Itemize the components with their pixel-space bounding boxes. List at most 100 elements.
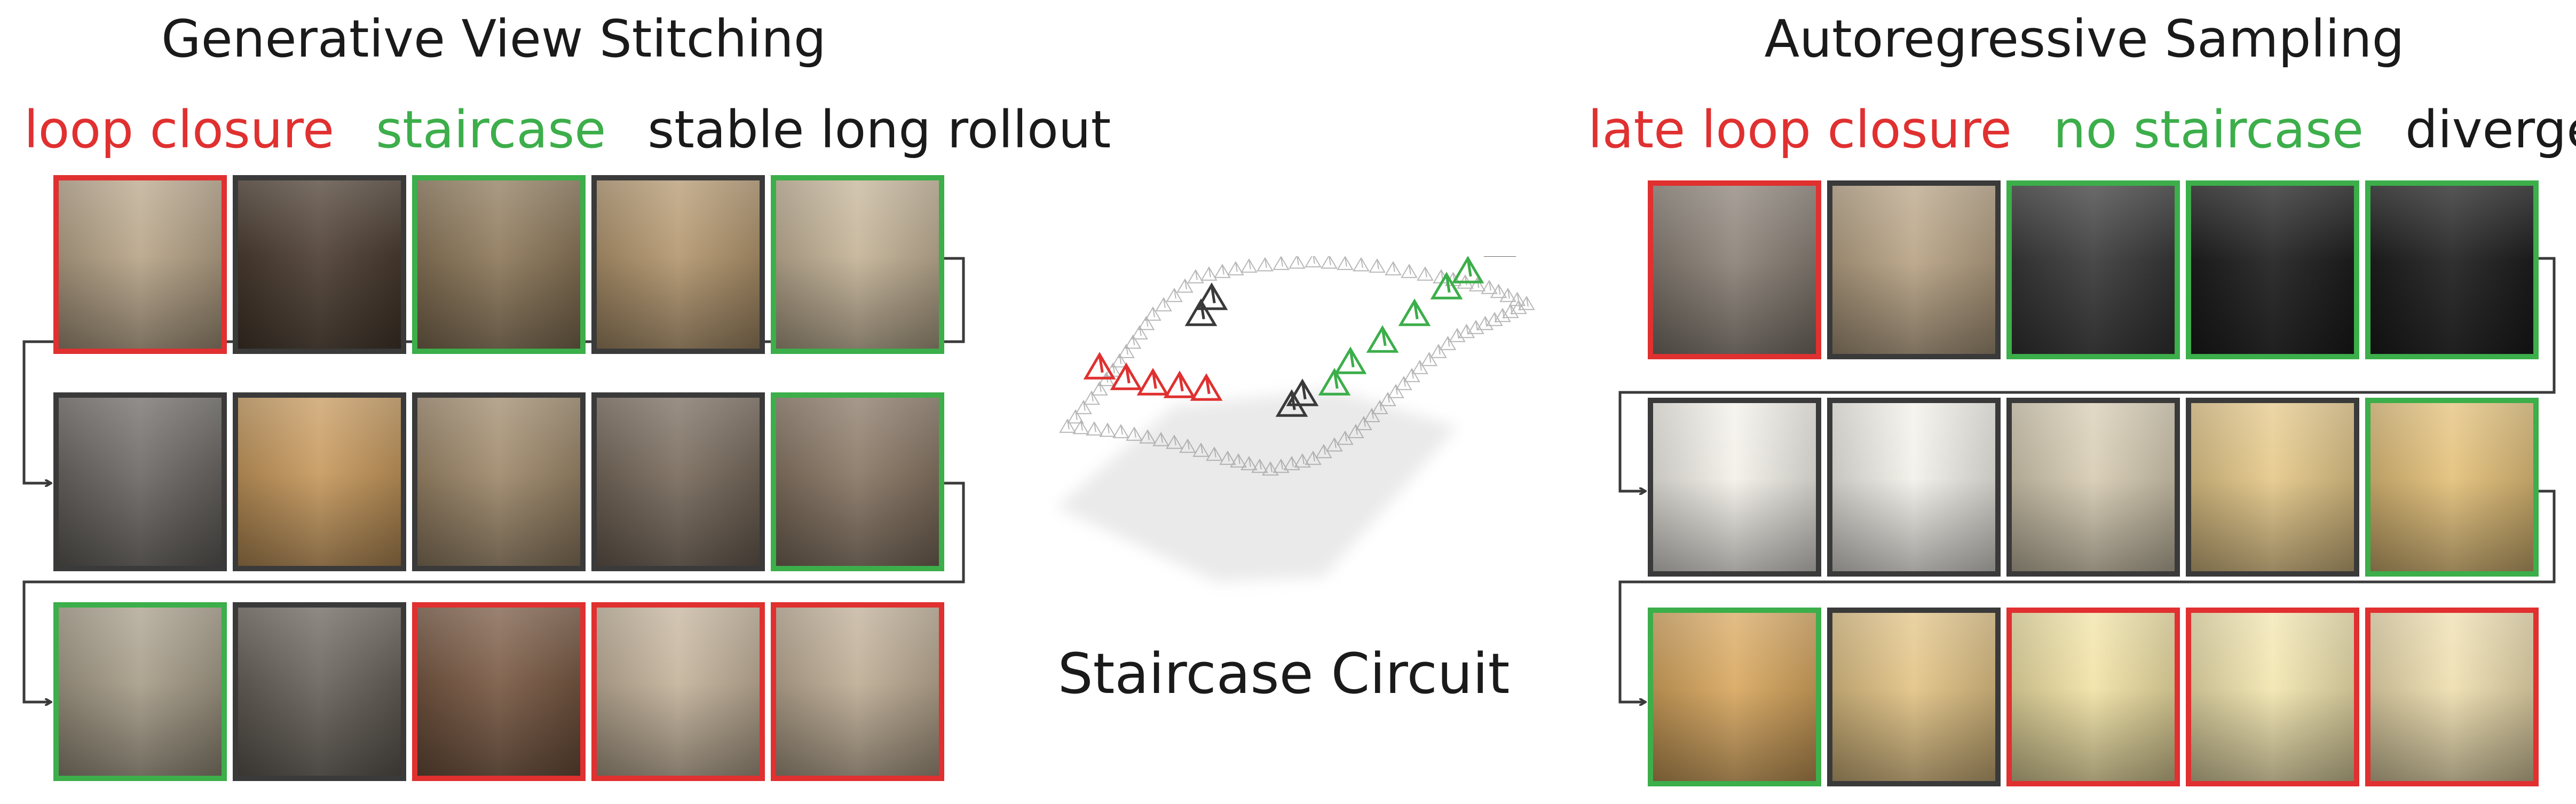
- right-frame: [2365, 398, 2539, 577]
- right-frame: [2186, 608, 2359, 786]
- trajectory-ghost-camera: [1083, 390, 1100, 405]
- trajectory-camera-green: [1366, 325, 1399, 353]
- trajectory-ghost-camera: [1468, 277, 1486, 291]
- trajectory-ghost-camera: [1273, 459, 1290, 473]
- left-frame-image: [417, 180, 580, 349]
- left-frame-image: [776, 398, 939, 566]
- trajectory-cameras: [1083, 256, 1516, 417]
- trajectory-ghost-camera: [1166, 435, 1183, 449]
- trajectory-ghost-camera: [1305, 256, 1322, 267]
- right-frame-image: [2370, 403, 2533, 571]
- left-frame: [412, 392, 586, 571]
- trajectory-ghost-camera: [1192, 443, 1210, 457]
- right-frame: [2006, 180, 2180, 359]
- left-frame-image: [597, 608, 760, 776]
- trajectory-ghost-camera: [1481, 280, 1498, 294]
- trajectory-ghost-camera: [1152, 432, 1170, 446]
- right-frame-image: [1653, 613, 1816, 781]
- trajectory-ghost-camera: [1124, 334, 1142, 349]
- trajectory-ghost-camera: [1240, 258, 1258, 273]
- trajectory-ghost-camera: [1411, 360, 1428, 374]
- trajectory-ghost-camera: [1403, 368, 1420, 382]
- trajectory-ghost-camera: [1111, 353, 1128, 368]
- right-frame: [2186, 398, 2359, 577]
- trajectory-ghost-camera: [1214, 264, 1231, 278]
- trajectory-camera-black: [1286, 379, 1319, 406]
- left-frame-image: [59, 608, 222, 776]
- trajectory-ghost-camera: [1240, 456, 1258, 470]
- trajectory-ghost-camera: [1321, 256, 1338, 269]
- trajectory-ghost-camera: [1449, 328, 1466, 342]
- trajectory-ghost-camera: [1420, 352, 1438, 366]
- trajectory-ghost-camera: [1283, 456, 1300, 470]
- trajectory-camera-red: [1136, 368, 1170, 396]
- trajectory-ghost-camera: [1126, 427, 1143, 441]
- left-frame-image: [59, 180, 222, 349]
- trajectory-ghost-camera: [1379, 392, 1396, 406]
- camera-trajectory-diagram: [1057, 256, 1535, 582]
- trajectory-ghost-camera: [1273, 256, 1290, 270]
- trajectory-ghost-camera: [1059, 419, 1076, 433]
- trajectory-ghost-camera: [1144, 306, 1161, 321]
- trajectory-ghost-camera: [1257, 257, 1274, 272]
- trajectory-ghost-camera: [1385, 261, 1402, 275]
- trajectory-ghost-camera: [1395, 376, 1412, 390]
- left-frame: [53, 175, 227, 354]
- trajectory-ghost-camera: [1262, 461, 1279, 476]
- right-frame-image: [1832, 186, 1995, 354]
- trajectory-ghost-camera: [1200, 266, 1218, 281]
- trajectory-camera-black: [1195, 282, 1228, 310]
- right-frame-image: [1653, 403, 1816, 571]
- right-frame: [2006, 608, 2180, 786]
- right-frame-image: [2191, 613, 2354, 781]
- trajectory-ghost-camera: [1086, 421, 1103, 436]
- left-frame-image: [597, 180, 760, 349]
- left-frame-image: [776, 608, 939, 776]
- trajectory-ghost-camera: [1337, 256, 1354, 270]
- left-frame: [233, 175, 406, 354]
- left-frame-image: [417, 608, 580, 776]
- trajectory-shadow: [1057, 390, 1457, 582]
- right-frame: [1827, 398, 2001, 577]
- left-frame: [591, 392, 765, 571]
- trajectory-ghost-camera: [1294, 453, 1311, 468]
- trajectory-ghost-camera: [1187, 269, 1204, 283]
- trajectory-ghost-camera: [1369, 258, 1386, 273]
- left-frame: [591, 602, 765, 781]
- right-frame-image: [2012, 613, 2175, 781]
- trajectory-ghost-camera: [1075, 400, 1092, 414]
- left-frame-image: [59, 398, 222, 566]
- trajectory-ghost-camera: [1227, 261, 1244, 275]
- trajectory-ghost-camera: [1502, 304, 1519, 318]
- left-frame: [412, 175, 586, 354]
- trajectory-camera-black: [1184, 298, 1218, 326]
- trajectory-ghost-camera: [1439, 336, 1457, 350]
- right-frame-image: [1653, 186, 1816, 354]
- left-frame: [53, 602, 227, 781]
- trajectory-camera-green: [1398, 298, 1431, 326]
- trajectory-ghost-camera: [1099, 422, 1116, 437]
- left-frame: [412, 602, 586, 781]
- trajectory-ghost-camera: [1518, 296, 1535, 310]
- trajectory-camera-red: [1163, 371, 1196, 398]
- left-frame: [771, 602, 944, 781]
- trajectory-ghost-camera: [1176, 278, 1194, 293]
- trajectory-camera-red: [1083, 352, 1116, 380]
- legend-diverges: diverges: [2405, 100, 2576, 160]
- right-frame: [1648, 398, 1821, 577]
- left-frame-image: [597, 398, 760, 566]
- trajectory-camera-red: [1190, 373, 1223, 401]
- trajectory-ghost-camera: [1430, 344, 1447, 358]
- trajectory-ghost-camera: [1289, 256, 1306, 269]
- left-frame-image: [776, 180, 939, 349]
- right-frame-image: [2370, 613, 2533, 781]
- right-frame: [1827, 180, 2001, 359]
- right-frame-image: [2191, 403, 2354, 571]
- trajectory-ghost-camera: [1230, 453, 1247, 468]
- right-frame: [2365, 608, 2539, 786]
- trajectory-ghost-camera: [1417, 266, 1434, 281]
- left-frame: [233, 602, 406, 781]
- right-frame: [2365, 180, 2539, 359]
- left-frame-image: [417, 398, 580, 566]
